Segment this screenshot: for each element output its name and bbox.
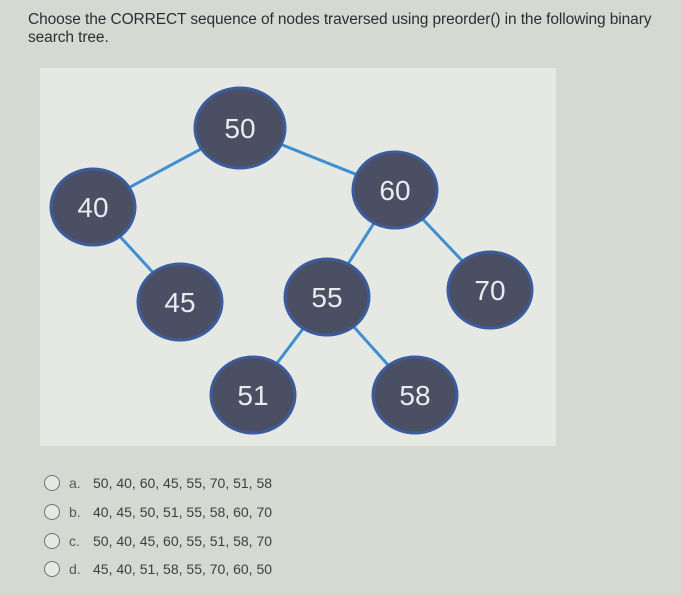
node-label: 55 [311,282,342,313]
option-letter: b. [69,504,81,520]
node-51: 51 [209,355,297,435]
option-b[interactable]: b. 40, 45, 50, 51, 55, 58, 60, 70 [44,504,272,520]
node-40: 40 [49,167,137,247]
option-a[interactable]: a. 50, 40, 60, 45, 55, 70, 51, 58 [44,475,272,491]
node-label: 50 [224,113,255,144]
option-letter: c. [69,533,80,549]
node-label: 45 [164,287,195,318]
node-label: 70 [474,275,505,306]
option-letter: d. [69,561,81,577]
option-text: 40, 45, 50, 51, 55, 58, 60, 70 [93,504,273,520]
node-label: 58 [399,380,430,411]
binary-search-tree-diagram: 50 40 60 45 55 70 51 58 [40,68,556,446]
node-55: 55 [283,257,371,337]
radio-button[interactable] [44,504,60,520]
node-label: 60 [379,175,410,206]
node-70: 70 [446,250,534,330]
radio-button[interactable] [44,533,60,549]
tree-svg: 50 40 60 45 55 70 51 58 [49,86,534,435]
option-d[interactable]: d. 45, 40, 51, 58, 55, 70, 60, 50 [44,561,272,577]
node-60: 60 [351,150,439,230]
node-circle [446,250,534,330]
node-circle [49,167,137,247]
option-text: 50, 40, 45, 60, 55, 51, 58, 70 [93,533,273,549]
radio-button[interactable] [44,561,60,577]
node-58: 58 [371,355,459,435]
option-text: 50, 40, 60, 45, 55, 70, 51, 58 [93,475,273,491]
node-label: 51 [237,380,268,411]
radio-button[interactable] [44,475,60,491]
node-circle [193,86,287,170]
node-circle [371,355,459,435]
option-text: 45, 40, 51, 58, 55, 70, 60, 50 [93,561,273,577]
node-50: 50 [193,86,287,170]
question-text: Choose the CORRECT sequence of nodes tra… [28,11,652,46]
node-circle [209,355,297,435]
node-circle [351,150,439,230]
option-c[interactable]: c. 50, 40, 45, 60, 55, 51, 58, 70 [44,533,272,549]
node-circle [136,262,224,342]
node-label: 40 [77,192,108,223]
node-circle [283,257,371,337]
node-45: 45 [136,262,224,342]
option-letter: a. [69,475,81,491]
